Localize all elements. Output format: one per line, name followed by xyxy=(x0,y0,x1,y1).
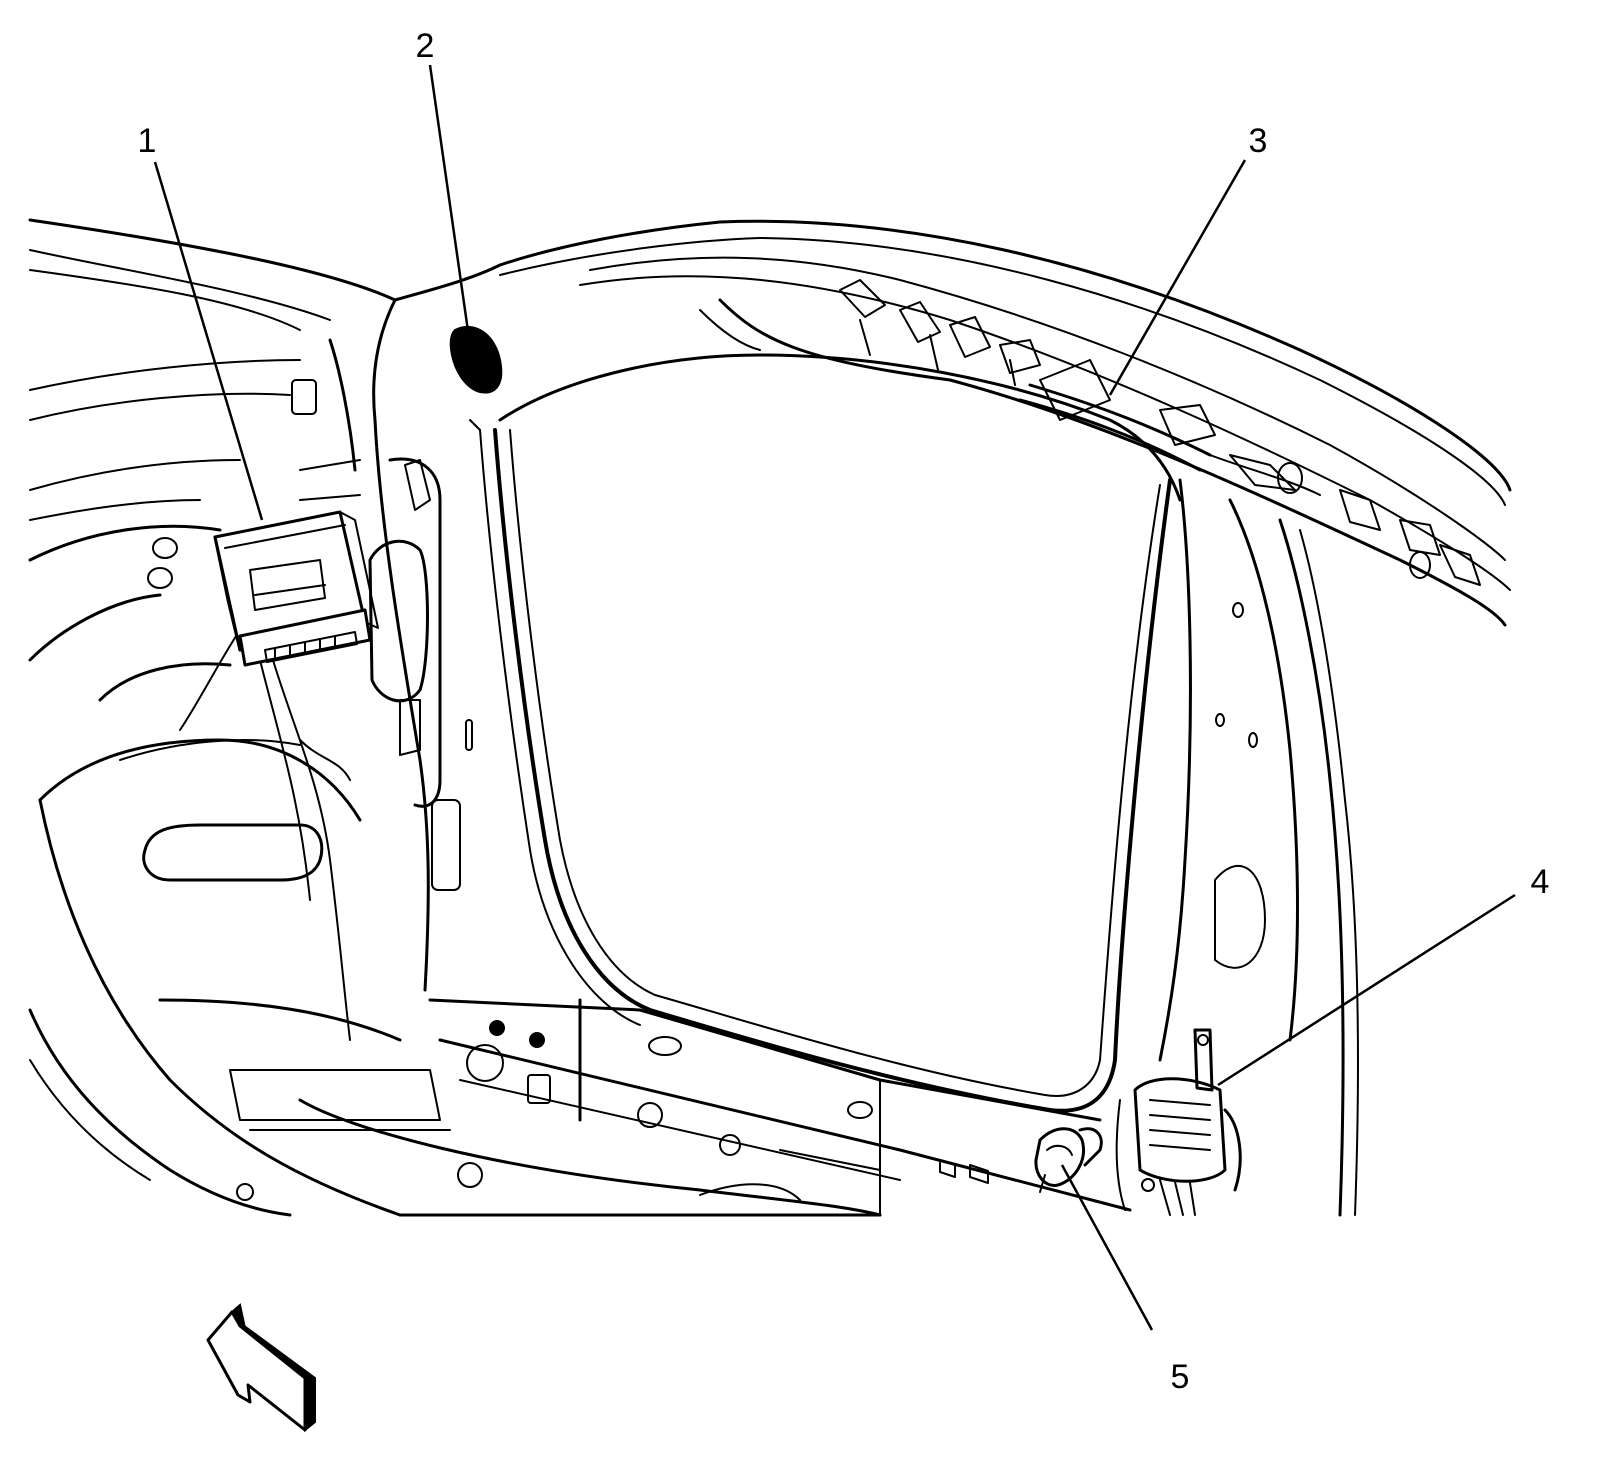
hinge-pillar-panel xyxy=(368,419,481,891)
rocker-sill xyxy=(236,998,1132,1217)
leader-line-2 xyxy=(428,64,472,346)
callout-1: 1 xyxy=(138,122,157,160)
leader-line-1 xyxy=(153,161,264,521)
callout-2: 2 xyxy=(416,27,435,65)
callout-3: 3 xyxy=(1249,122,1268,160)
component-5-connector xyxy=(1034,1127,1103,1193)
leader-line-4 xyxy=(1217,893,1516,1087)
wiring-harness xyxy=(179,629,351,1041)
left-interior-structure xyxy=(28,298,451,1217)
leader-line-5 xyxy=(1060,1164,1154,1331)
component-1-control-module xyxy=(213,510,379,667)
callout-5: 5 xyxy=(1171,1358,1190,1396)
component-3-roof-rail-module xyxy=(1018,383,1321,496)
roof-rail xyxy=(28,218,1512,627)
leader-line-3 xyxy=(1108,159,1247,396)
door-opening xyxy=(479,353,1182,1113)
callout-labels: 1 2 3 4 5 xyxy=(138,27,1550,1396)
component-4-b-pillar-module xyxy=(1115,1028,1242,1216)
leader-lines xyxy=(153,64,1516,1331)
callout-4: 4 xyxy=(1531,863,1550,901)
front-direction-arrow-icon xyxy=(206,1303,316,1433)
roof-rail-clips xyxy=(839,279,1481,586)
b-pillar xyxy=(1158,478,1359,1217)
component-2-sensor xyxy=(449,325,503,394)
